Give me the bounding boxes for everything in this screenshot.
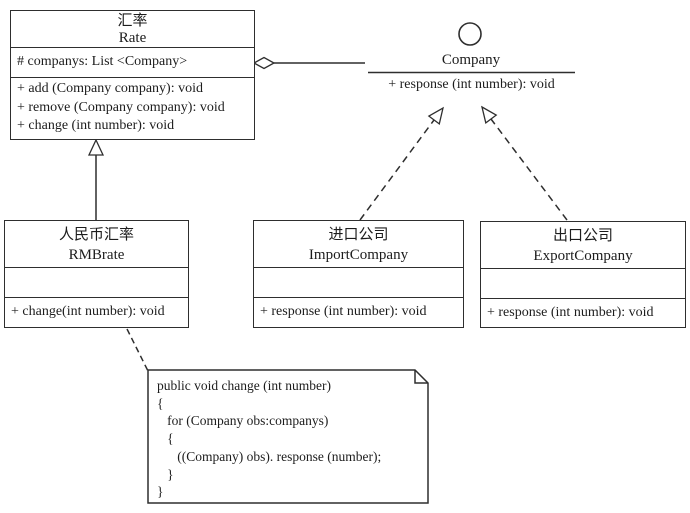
method-response: + response (int number): void <box>487 305 654 320</box>
realization-export-connector <box>481 105 568 221</box>
class-rate-attributes: # companys: List <Company> <box>11 47 254 77</box>
class-rmbrate-name-en: RMBrate <box>68 247 125 263</box>
class-rmbrate-methods: + change(int number): void <box>5 297 188 328</box>
class-rate-title: 汇率 Rate <box>11 11 254 47</box>
interface-lollipop-icon <box>458 22 482 46</box>
realization-import-connector <box>359 106 444 221</box>
method-change: + change(int number): void <box>11 304 165 319</box>
aggregation-diamond-icon <box>252 56 276 70</box>
class-import-company: 进口公司 ImportCompany + response (int numbe… <box>253 220 464 328</box>
class-import-attributes <box>254 267 463 297</box>
class-rate-methods: + add (Company company): void + remove (… <box>11 77 254 138</box>
note-fold-icon <box>414 370 428 384</box>
interface-company-method: + response (int number): void <box>388 77 555 92</box>
class-export-name-cn: 出口公司 <box>552 228 613 244</box>
method-add: + add (Company company): void <box>17 81 203 96</box>
class-import-title: 进口公司 ImportCompany <box>254 221 463 267</box>
aggregation-connector <box>252 56 365 70</box>
class-import-name-en: ImportCompany <box>308 247 409 263</box>
class-rmbrate-attributes <box>5 267 188 297</box>
method-response: + response (int number): void <box>260 304 427 319</box>
generalization-connector <box>87 138 105 220</box>
class-rmbrate-name-cn: 人民币汇率 <box>58 227 134 243</box>
method-remove: + remove (Company company): void <box>17 99 225 115</box>
class-export-title: 出口公司 ExportCompany <box>481 222 685 268</box>
class-export-company: 出口公司 ExportCompany + response (int numbe… <box>480 221 686 328</box>
class-export-name-en: ExportCompany <box>533 248 633 264</box>
class-import-name-cn: 进口公司 <box>328 227 389 243</box>
class-rmbrate: 人民币汇率 RMBrate + change(int number): void <box>4 220 189 328</box>
generalization-arrow-icon <box>87 138 105 156</box>
note-anchor-connector <box>126 328 149 372</box>
class-rmbrate-title: 人民币汇率 RMBrate <box>5 221 188 267</box>
realization-arrow-icon <box>481 105 498 125</box>
realization-arrow-icon <box>427 106 444 126</box>
class-rate-name-cn: 汇率 <box>117 13 148 29</box>
interface-company-name: Company <box>441 52 501 68</box>
method-change: + change (int number): void <box>17 118 175 133</box>
note-code-text: public void change (int number) { for (C… <box>157 378 382 500</box>
class-rate-name-en: Rate <box>118 30 147 46</box>
class-import-methods: + response (int number): void <box>254 297 463 328</box>
class-export-attributes <box>481 268 685 298</box>
class-export-methods: + response (int number): void <box>481 298 685 329</box>
class-rate: 汇率 Rate # companys: List <Company> + add… <box>10 10 255 140</box>
attribute-companys: # companys: List <Company> <box>17 54 188 69</box>
note-shape <box>147 369 429 504</box>
